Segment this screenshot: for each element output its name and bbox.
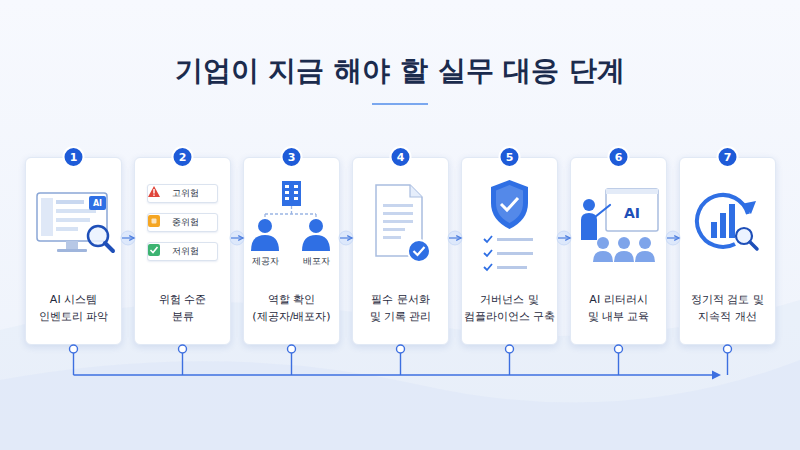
risk-badge: 중위험 (147, 213, 218, 232)
step-text: 위험 수준 분류 (153, 292, 213, 325)
arrow-bubble (557, 231, 571, 245)
step-card: AI 시스템 인벤토리 파악 (25, 157, 122, 345)
arrow-bubble (448, 231, 462, 245)
risk-badge: 고위험 (147, 184, 218, 203)
step-text: 거버넌스 및 컴플라이언스 구축 (464, 292, 556, 325)
flow-arrow (448, 231, 462, 245)
step-text: 정기적 검토 및 지속적 개선 (688, 292, 768, 325)
arrow-line (340, 237, 352, 238)
arrow-line (449, 237, 461, 238)
arrow-line (667, 237, 679, 238)
risk-level-text: 중위험 (172, 214, 199, 231)
arrow-bubble (121, 231, 135, 245)
step-text: AI 시스템 인벤토리 파악 (34, 292, 114, 325)
step-text: 필수 문서화 및 기록 관리 (366, 292, 436, 325)
step-card: 거버넌스 및 컴플라이언스 구축 (461, 157, 558, 345)
arrow-line (558, 237, 570, 238)
flow-arrow (230, 231, 244, 245)
step-text: AI 리터러시 및 내부 교육 (584, 292, 654, 325)
arrow-line (231, 237, 243, 238)
step-card: 역할 확인 (제공자/배포자) (243, 157, 340, 345)
step-card: 필수 문서화 및 기록 관리 (352, 157, 449, 345)
arrow-line (122, 237, 134, 238)
risk-level-text: 저위험 (172, 243, 199, 260)
step-text: 역할 확인 (제공자/배포자) (248, 292, 336, 325)
step-card: 위험 수준 분류 고위험중위험저위험 (134, 157, 231, 345)
flow-arrow (121, 231, 135, 245)
flow-arrow (339, 231, 353, 245)
risk-level-text: 고위험 (172, 185, 199, 202)
step-card: 정기적 검토 및 지속적 개선 (679, 157, 776, 345)
arrow-bubble (666, 231, 680, 245)
arrow-bubble (230, 231, 244, 245)
flow-arrow (666, 231, 680, 245)
arrow-bubble (339, 231, 353, 245)
risk-badge: 저위험 (147, 242, 218, 261)
title: 기업이 지금 해야 할 실무 대응 단계 (0, 52, 800, 90)
flow-arrow (557, 231, 571, 245)
step-card: AI 리터러시 및 내부 교육 (570, 157, 667, 345)
